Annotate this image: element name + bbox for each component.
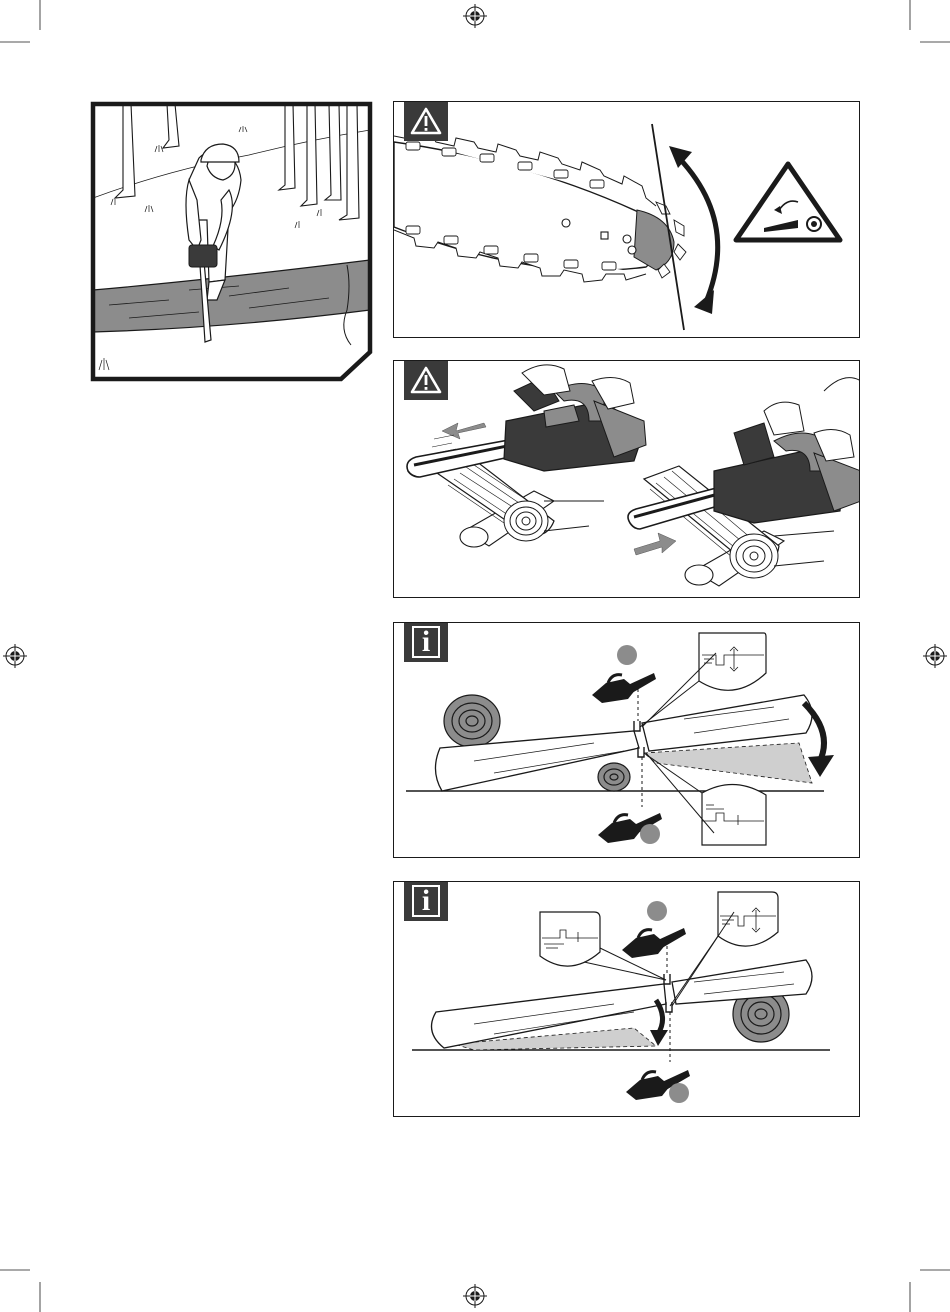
- panel-pull-push-cutting: [393, 360, 860, 598]
- pull-push-diagram: [394, 361, 860, 598]
- kickback-diagram: [394, 102, 860, 338]
- panel-log-supported-one-end: i: [393, 622, 860, 858]
- chainsaw-icon: [622, 928, 686, 958]
- info-icon: i: [404, 881, 448, 921]
- info-icon: i: [404, 622, 448, 662]
- registration-mark-icon: [463, 4, 487, 28]
- log-end: [444, 695, 500, 747]
- cut-sequence-diagram: [394, 623, 860, 858]
- registration-mark-icon: [463, 1284, 487, 1308]
- panel-log-supported-both-ends: i: [393, 881, 860, 1117]
- warning-triangle-icon: [404, 360, 448, 400]
- registration-mark-icon: [923, 644, 947, 668]
- warning-triangle-icon: [404, 101, 448, 141]
- cut-sequence-diagram: [394, 882, 860, 1117]
- chainsaw-icon: [592, 673, 656, 703]
- operator-illustration: [89, 100, 374, 383]
- kickback-hazard-sign-icon: [736, 164, 840, 240]
- registration-mark-icon: [3, 644, 27, 668]
- panel-kickback-zone: [393, 101, 860, 338]
